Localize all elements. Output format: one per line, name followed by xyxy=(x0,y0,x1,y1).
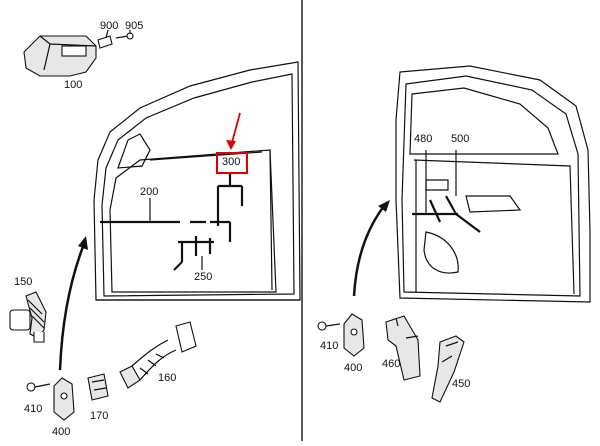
label-460[interactable]: 460 xyxy=(382,358,401,370)
label-900: 900 xyxy=(100,20,119,32)
assembly-arrow-left-head xyxy=(78,236,88,250)
label-480[interactable]: 480 xyxy=(414,133,433,145)
clip-400-right[interactable] xyxy=(343,313,365,357)
wiring-harness-300[interactable] xyxy=(210,172,244,242)
label-300[interactable]: 300 xyxy=(222,156,241,168)
boot-450[interactable] xyxy=(431,335,465,403)
grommet-150[interactable] xyxy=(9,291,47,343)
label-410-right[interactable]: 410 xyxy=(320,340,339,352)
assembly-arrow-right-head xyxy=(378,200,390,212)
label-410-left[interactable]: 410 xyxy=(24,403,43,415)
label-100: 100 xyxy=(64,79,83,91)
screw-410-right[interactable] xyxy=(317,321,341,331)
leader-900 xyxy=(105,29,109,39)
label-200[interactable]: 200 xyxy=(140,186,159,198)
highlight-arrow xyxy=(226,112,241,150)
connector-170[interactable] xyxy=(87,373,109,401)
wiring-harness-500[interactable] xyxy=(455,150,481,233)
label-170[interactable]: 170 xyxy=(90,410,109,422)
assembly-arrow-left xyxy=(58,243,86,371)
boot-460[interactable] xyxy=(385,315,421,381)
label-450[interactable]: 450 xyxy=(452,378,471,390)
screw-410-left[interactable] xyxy=(26,382,51,392)
sleeve-160[interactable] xyxy=(119,321,197,389)
wiring-harness-200[interactable] xyxy=(100,198,220,226)
label-150[interactable]: 150 xyxy=(14,276,33,288)
connector-900[interactable] xyxy=(97,35,113,49)
front-door-outline[interactable] xyxy=(93,61,301,301)
label-400-right[interactable]: 400 xyxy=(344,362,363,374)
label-160[interactable]: 160 xyxy=(158,372,177,384)
label-905: 905 xyxy=(125,20,144,32)
assembly-arrow-right xyxy=(352,205,386,297)
label-250[interactable]: 250 xyxy=(194,271,213,283)
door-control-module[interactable] xyxy=(23,35,97,77)
clip-400-left[interactable] xyxy=(53,377,75,421)
highlight-box-300 xyxy=(216,152,248,174)
rear-door-outline[interactable] xyxy=(395,65,591,303)
label-400-left[interactable]: 400 xyxy=(52,426,71,438)
wiring-harness-480[interactable] xyxy=(412,150,458,223)
wiring-harness-250[interactable] xyxy=(173,236,214,271)
label-500[interactable]: 500 xyxy=(451,133,470,145)
